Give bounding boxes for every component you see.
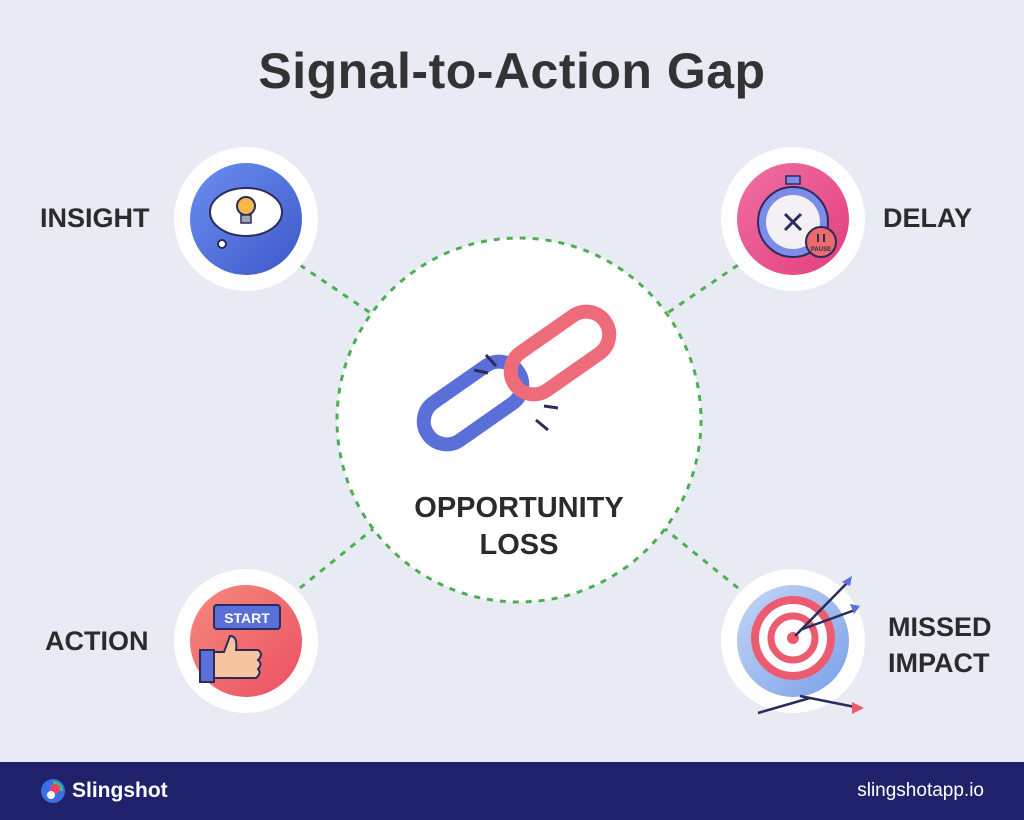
pause-badge: PAUSE (811, 247, 831, 253)
brand-logo[interactable]: Slingshot (40, 778, 168, 804)
connectors (299, 263, 739, 590)
stopwatch-pause-icon: PAUSE (757, 175, 837, 258)
start-badge: START (224, 610, 270, 626)
footer: Slingshot slingshotapp.io (0, 762, 1024, 820)
node-action: START (174, 569, 318, 713)
label-delay: DELAY (883, 203, 973, 233)
label-insight: INSIGHT (40, 203, 150, 233)
target-arrows-icon (751, 576, 864, 715)
page-title: Signal-to-Action Gap (258, 43, 766, 99)
center-label-line2: LOSS (479, 529, 559, 561)
node-delay: PAUSE (721, 147, 865, 291)
label-action: ACTION (45, 626, 149, 656)
connector-action (299, 523, 379, 590)
connector-insight (299, 263, 379, 320)
diagram: PAUSE START (174, 147, 865, 715)
label-missed: MISSED (888, 612, 992, 642)
center-label: OPPORTUNITY LOSS (369, 490, 669, 564)
broken-chain-icon (416, 304, 617, 452)
thumbs-up-start-icon: START (199, 604, 281, 683)
label-missed-impact: MISSED IMPACT (888, 609, 992, 681)
connector-delay (659, 263, 739, 320)
connector-missed (659, 523, 739, 590)
brand-name: Slingshot (72, 779, 168, 802)
footer-url[interactable]: slingshotapp.io (857, 780, 984, 801)
center-label-line1: OPPORTUNITY (414, 492, 624, 524)
node-insight (174, 147, 318, 291)
label-impact: IMPACT (888, 648, 990, 678)
slingshot-logo-icon (41, 779, 65, 803)
lightbulb-thought-icon (209, 187, 283, 249)
node-missed-impact (721, 569, 865, 715)
